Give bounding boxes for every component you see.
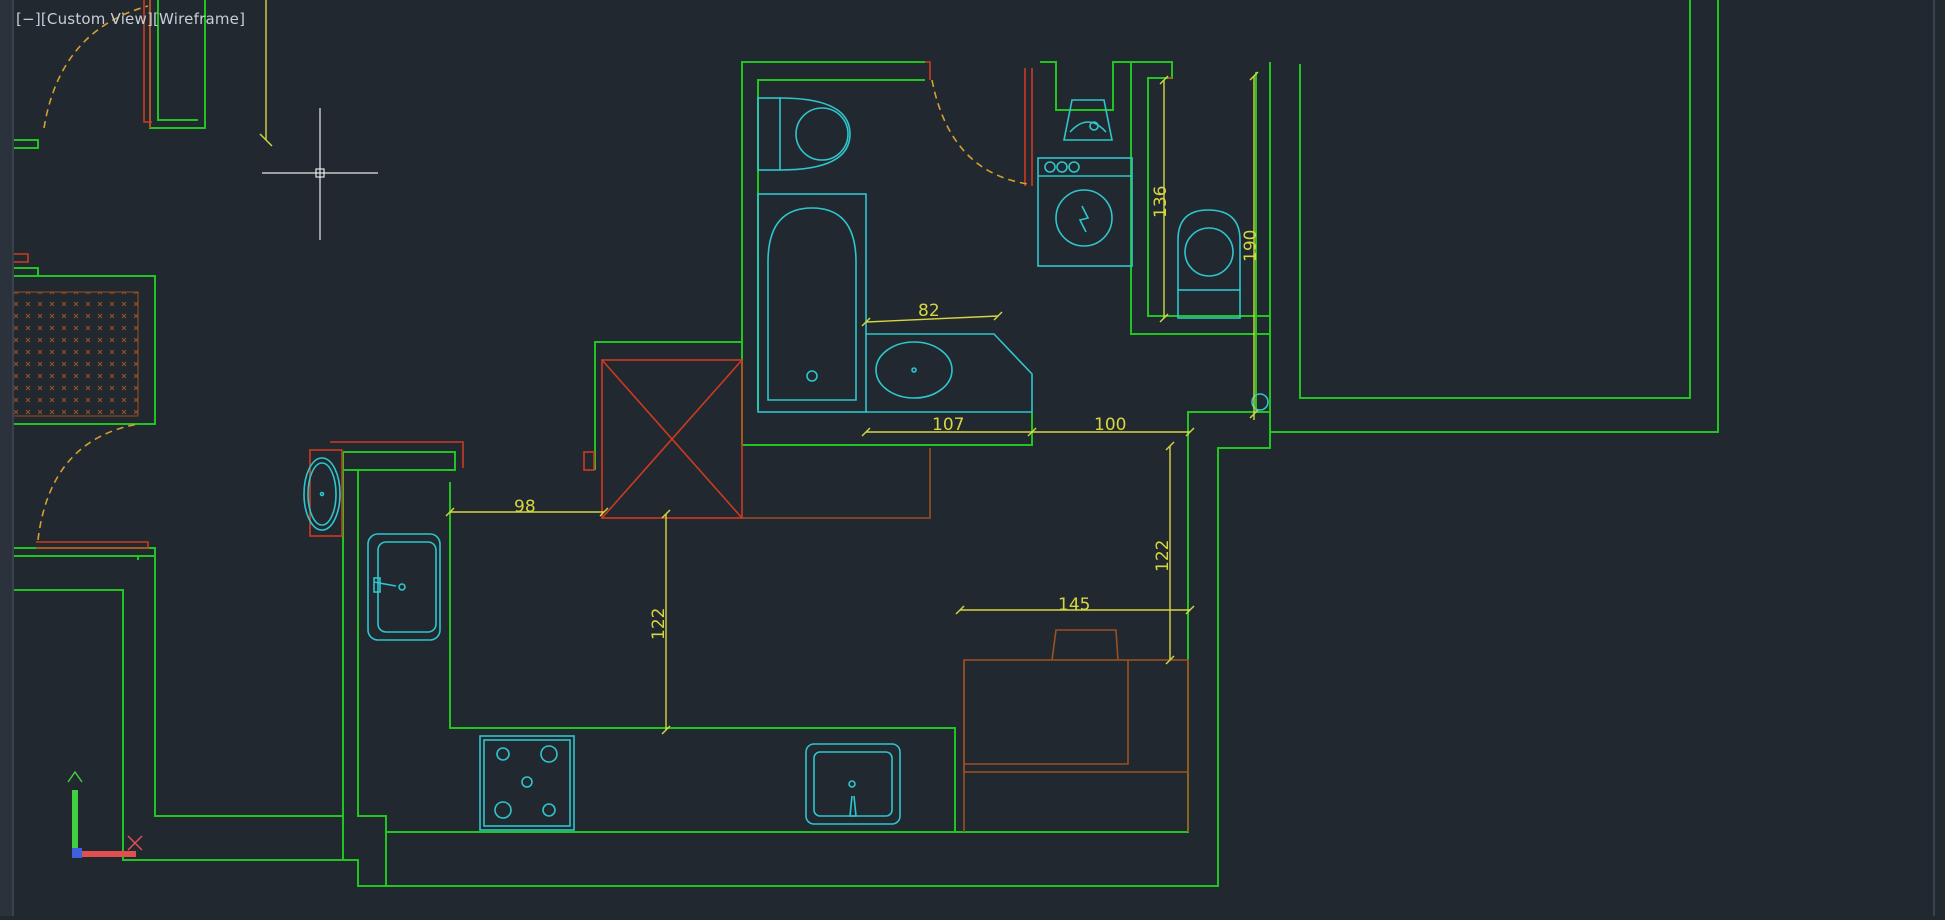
red-door-frames bbox=[12, 0, 1172, 549]
dim-122-center: 122 bbox=[649, 608, 669, 640]
viewport-controls-label[interactable]: [−][Custom View][Wireframe] bbox=[16, 10, 246, 28]
dimension-lines bbox=[259, 0, 1259, 735]
crosshair-cursor bbox=[262, 108, 378, 240]
toilet-tank-1 bbox=[757, 97, 781, 171]
dimension-labels: 82 107 100 98 145 122 122 136 190 bbox=[514, 186, 1261, 640]
hatch-area bbox=[11, 291, 139, 417]
dim-107: 107 bbox=[932, 415, 964, 435]
viewport-left-edge bbox=[0, 0, 14, 916]
dim-122-right: 122 bbox=[1153, 540, 1173, 572]
walls bbox=[12, 0, 1719, 887]
dim-145: 145 bbox=[1058, 595, 1090, 615]
dim-98: 98 bbox=[514, 497, 536, 517]
dim-190: 190 bbox=[1241, 230, 1261, 262]
ucs-y-axis bbox=[72, 790, 78, 854]
toilet-bowl-1 bbox=[779, 97, 851, 171]
fixtures bbox=[303, 97, 1269, 831]
door-swings bbox=[37, 5, 1029, 541]
dim-136: 136 bbox=[1151, 186, 1171, 218]
ucs-z-axis bbox=[72, 848, 82, 858]
dim-82: 82 bbox=[918, 301, 940, 321]
dim-100: 100 bbox=[1094, 415, 1126, 435]
viewport-right-edge bbox=[1933, 0, 1945, 916]
ucs-icon bbox=[67, 770, 143, 858]
ucs-x-axis bbox=[72, 851, 136, 857]
furniture bbox=[742, 448, 1189, 832]
